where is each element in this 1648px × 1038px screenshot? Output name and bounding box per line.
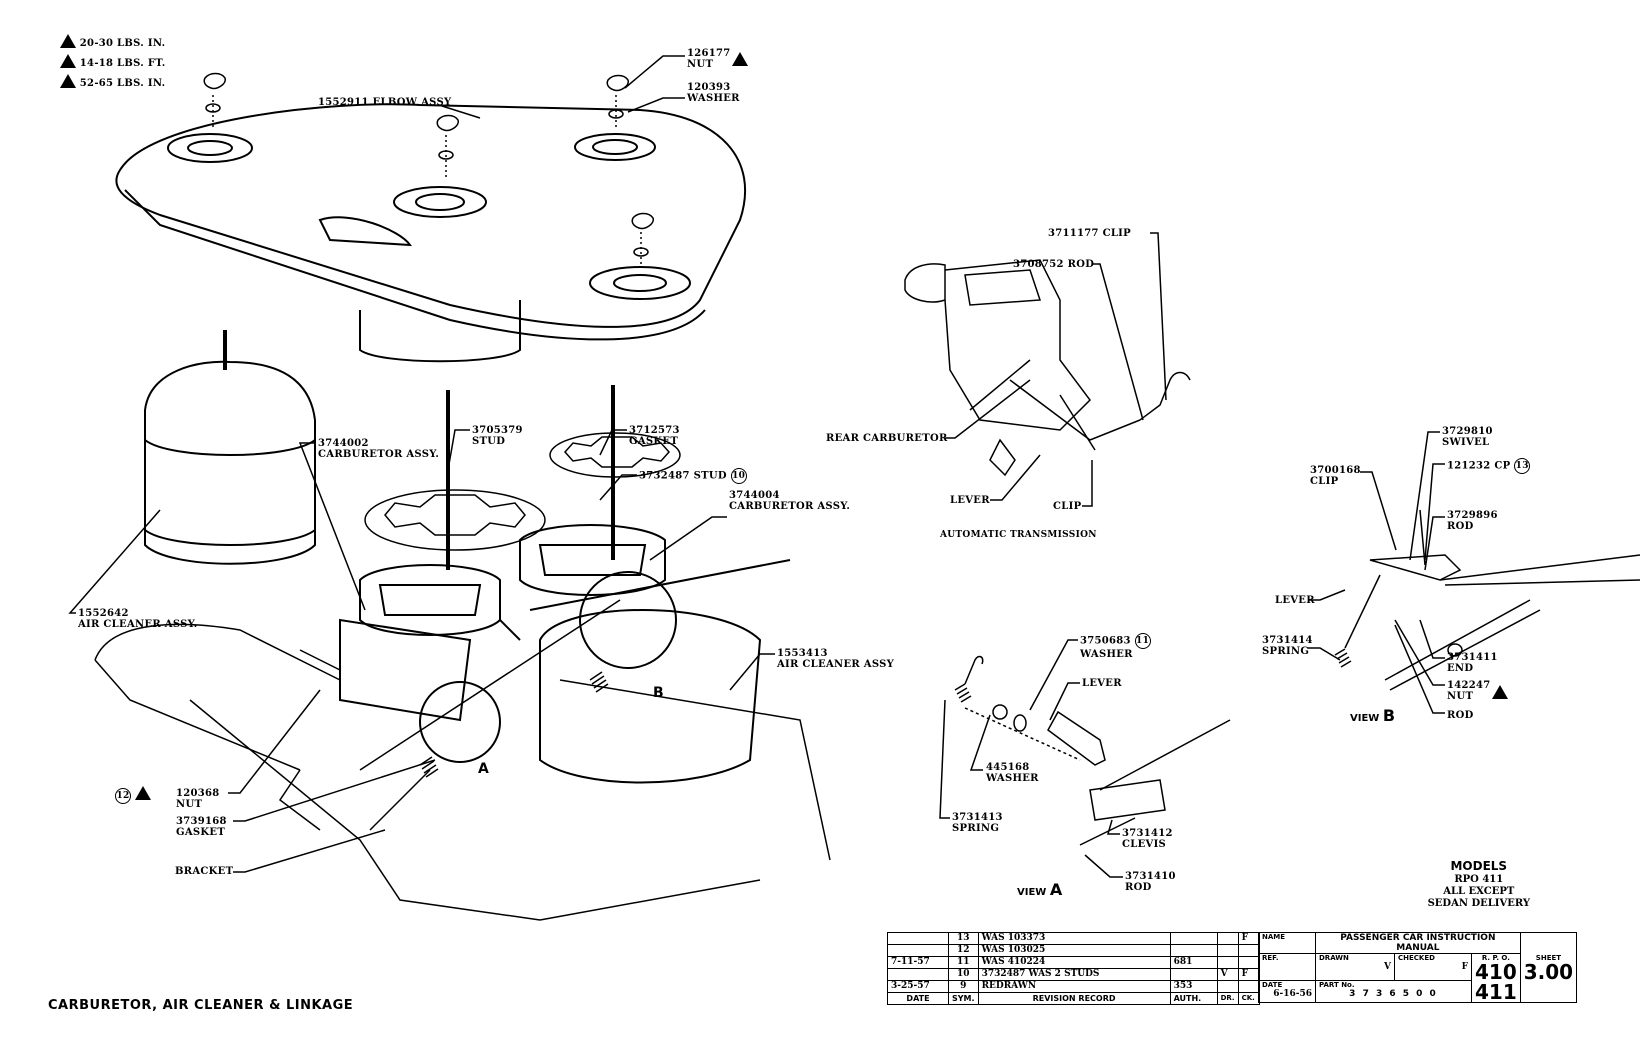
callout-nut-120368: 12: [115, 786, 151, 804]
models-line: RPO 411: [1454, 874, 1504, 885]
callout-lever-view-b: LEVER: [1275, 595, 1315, 606]
carburetors: [339, 524, 666, 722]
torque-legend-item-3: 52-65 LBS. IN.: [60, 74, 165, 89]
view-b-parts: [1334, 509, 1641, 691]
name-label: NAME: [1258, 932, 1316, 954]
view-b-label: VIEW B: [1350, 706, 1396, 725]
callout-bracket: BRACKET: [175, 866, 234, 877]
detail-marker-b: B: [653, 685, 664, 701]
models-line: SEDAN DELIVERY: [1427, 898, 1530, 909]
ref-circle: 10: [730, 468, 747, 484]
models-title: MODELS: [1450, 859, 1508, 873]
automatic-transmission-inset: [904, 259, 1191, 477]
detail-circle-b: [579, 571, 677, 669]
ref-circle: 12: [115, 787, 131, 804]
rpo-value: 411: [1475, 980, 1517, 1004]
models-block: MODELS RPO 411 ALL EXCEPT SEDAN DELIVERY: [1428, 860, 1530, 910]
springs: [359, 599, 621, 831]
torque-triangle-icon: [60, 34, 76, 48]
torque-triangle-icon: [732, 52, 748, 66]
callout-rear-carburetor: REAR CARBURETOR: [826, 433, 948, 444]
torque-triangle-icon: [60, 74, 76, 88]
manual-name: PASSENGER CAR INSTRUCTION MANUAL: [1315, 932, 1521, 954]
rpo-value: 410: [1475, 960, 1517, 984]
torque-triangle-icon: [134, 786, 151, 800]
torque-legend-item-2: 14-18 LBS. FT.: [60, 54, 166, 69]
torque-triangle-icon: [1492, 685, 1508, 699]
callout-elbow-assy: 1552911 ELBOW ASSY: [318, 97, 452, 108]
air-cleaner-right: [539, 609, 762, 784]
torque-legend-item-1: 20-30 LBS. IN.: [60, 34, 165, 49]
models-line: ALL EXCEPT: [1443, 886, 1515, 897]
callout-cp-121232: 121232 CP 13: [1447, 458, 1531, 474]
engine-outline: [94, 559, 831, 921]
detail-marker-a: A: [478, 761, 490, 777]
view-a-parts: [954, 655, 1231, 846]
air-cleaner-left: [144, 330, 316, 565]
drawing-caption: CARBURETOR, AIR CLEANER & LINKAGE: [48, 998, 354, 1013]
automatic-transmission-caption: AUTOMATIC TRANSMISSION: [940, 530, 1097, 540]
callout-rod-view-b: ROD: [1447, 710, 1474, 721]
studs: [446, 385, 615, 570]
ref-label: REF.: [1258, 953, 1316, 981]
callout-rod-3708752: 3708752 ROD: [1013, 259, 1095, 270]
elbow-assembly: [115, 103, 746, 363]
callout-clip-auto: CLIP: [1053, 501, 1082, 512]
part-number-cell: PART No.3 7 3 6 5 0 0: [1315, 979, 1472, 1004]
ref-circle: 11: [1134, 633, 1151, 649]
nuts-washers: [203, 72, 654, 265]
title-block: NAME PASSENGER CAR INSTRUCTION MANUAL SH…: [1258, 932, 1578, 1004]
ref-circle: 13: [1514, 458, 1531, 474]
gaskets: [364, 432, 681, 551]
callout-stud-3732487: 3732487 STUD 10: [639, 468, 747, 484]
leader-lines: [68, 55, 1445, 878]
torque-triangle-icon: [60, 54, 76, 68]
callout-lever-view-a: LEVER: [1082, 678, 1122, 689]
detail-circle-a: [419, 681, 501, 763]
callout-lever-auto: LEVER: [950, 495, 990, 506]
callout-clip-3711177: 3711177 CLIP: [1048, 228, 1131, 239]
view-a-label: VIEW A: [1017, 880, 1063, 899]
sheet-number: 3.00: [1523, 959, 1574, 984]
